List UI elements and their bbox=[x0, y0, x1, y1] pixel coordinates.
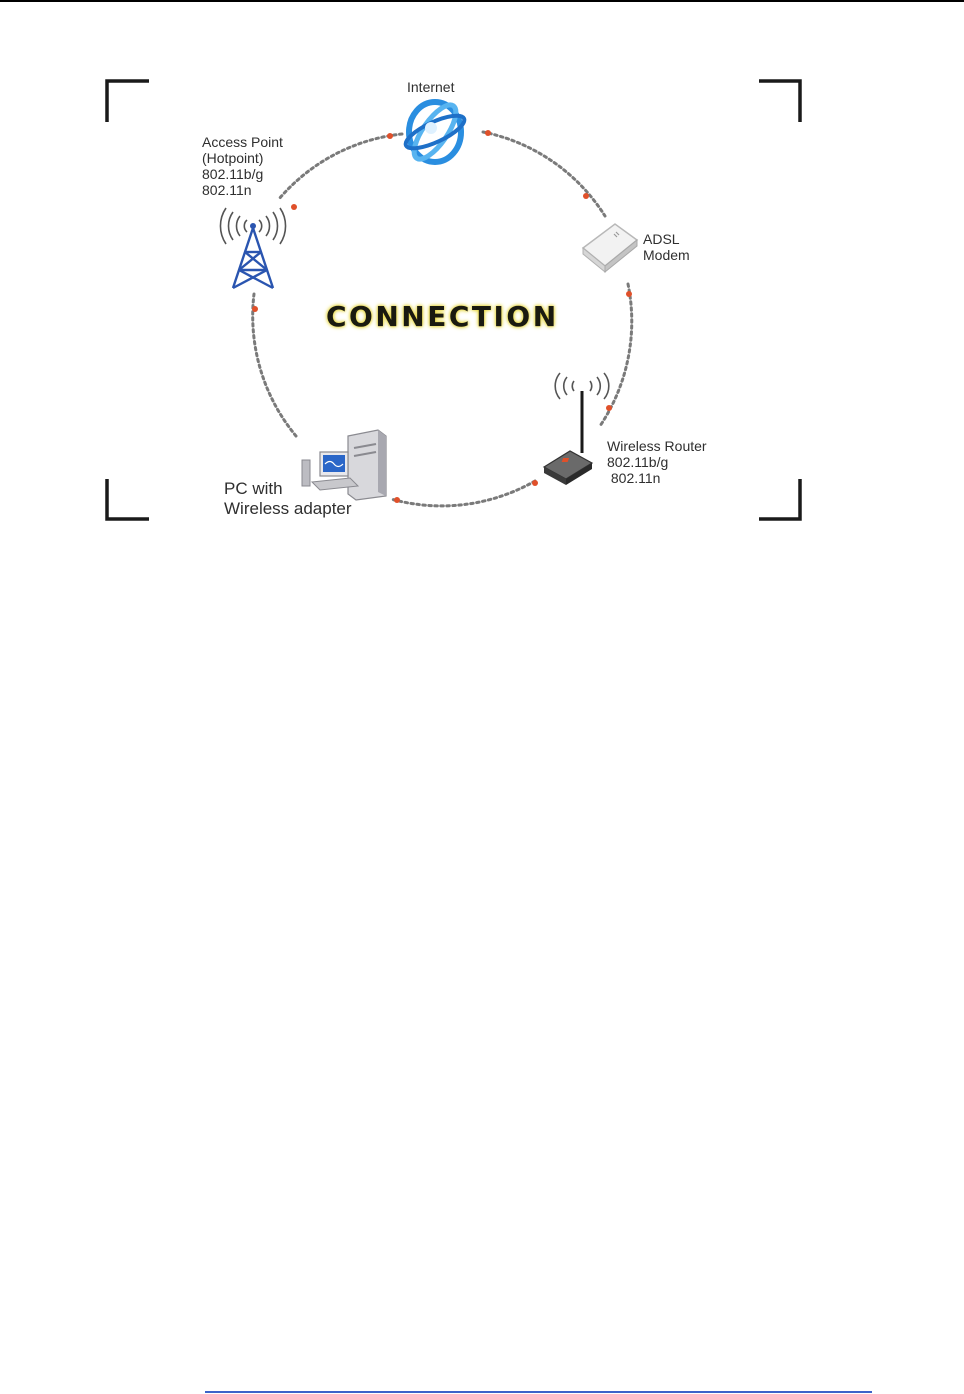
adsl-modem-label: ADSL Modem bbox=[643, 231, 690, 263]
corner-top-left bbox=[107, 81, 149, 122]
arrow-mark bbox=[532, 480, 538, 486]
ring-segment-modem-router bbox=[600, 284, 632, 426]
ring-segment-internet-modem bbox=[483, 132, 605, 216]
corner-bottom-right bbox=[759, 479, 800, 519]
internet-label: Internet bbox=[407, 79, 454, 95]
top-rule bbox=[0, 0, 964, 2]
arrow-mark bbox=[485, 130, 491, 136]
pc-label: PC with Wireless adapter bbox=[224, 479, 352, 519]
ring-segment-pc-ap bbox=[253, 294, 296, 436]
arrow-mark bbox=[606, 405, 612, 411]
wireless-router-icon bbox=[544, 373, 609, 485]
bottom-rule bbox=[205, 1391, 872, 1393]
internet-globe-icon bbox=[402, 99, 468, 165]
arrow-mark bbox=[387, 133, 393, 139]
adsl-modem-icon bbox=[583, 224, 637, 272]
arrow-mark bbox=[394, 497, 400, 503]
corner-top-right bbox=[759, 81, 800, 122]
connection-diagram: CONNECTION Internet ADSL Modem Wireless … bbox=[70, 66, 830, 552]
access-point-label: Access Point (Hotpoint) 802.11b/g 802.11… bbox=[202, 134, 283, 198]
corner-bottom-left bbox=[107, 479, 149, 519]
ring-segment-internet-ap bbox=[279, 134, 402, 199]
arrow-mark bbox=[583, 193, 589, 199]
diagram-title: CONNECTION bbox=[326, 300, 559, 333]
arrow-mark bbox=[252, 306, 258, 312]
ring-segment-router-pc bbox=[391, 481, 535, 506]
access-point-tower-icon bbox=[220, 208, 285, 288]
arrow-mark bbox=[291, 204, 297, 210]
wireless-router-label: Wireless Router 802.11b/g 802.11n bbox=[607, 438, 707, 486]
arrow-mark bbox=[626, 291, 632, 297]
